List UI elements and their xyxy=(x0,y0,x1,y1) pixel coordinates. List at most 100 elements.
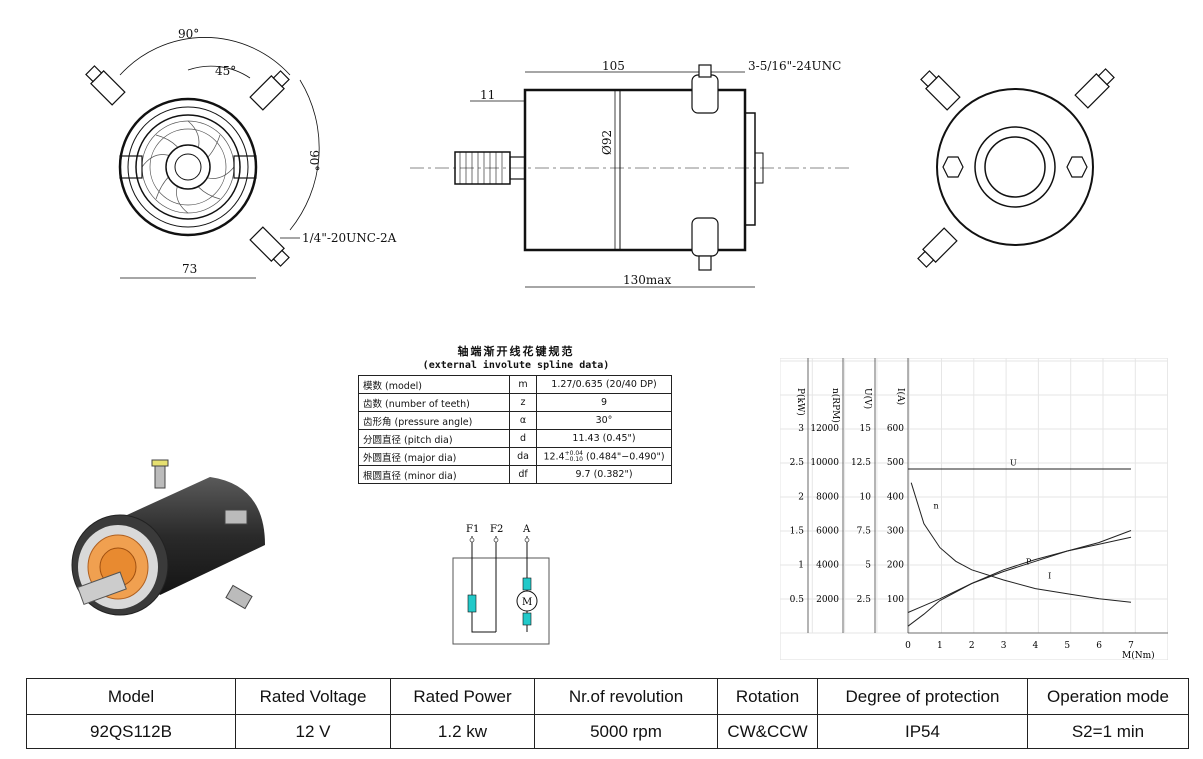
y-tick-label: 2.5 xyxy=(857,595,872,605)
length-max-label: 130max xyxy=(623,273,671,287)
spline-row: 模数 (model) m 1.27/0.635 (20/40 DP) xyxy=(358,375,672,394)
spec-header: Nr.of revolution xyxy=(534,678,718,715)
front-view-drawing: 90° 45° 90° 73 1/4"-20UNC-2A xyxy=(85,27,397,279)
y-axis-label: n(RPM) xyxy=(830,388,841,423)
y-axis-label: I(A) xyxy=(895,388,906,405)
y-tick-label: 300 xyxy=(887,527,904,537)
diameter-label: Ø92 xyxy=(600,130,614,155)
spline-title-cn: 轴端渐开线花键规范 xyxy=(457,345,575,358)
series-line-i xyxy=(907,530,1132,627)
spline-row: 齿数 (number of teeth) z 9 xyxy=(358,393,672,412)
y-tick-label: 1.5 xyxy=(790,527,805,537)
angle-90-right-label: 90° xyxy=(307,150,321,171)
y-tick-label: 7.5 xyxy=(857,527,872,537)
thread-large-label: 3-5/16"-24UNC xyxy=(748,59,841,73)
motor-3d-render xyxy=(71,459,265,616)
rear-view-drawing xyxy=(917,68,1115,268)
spec-value: 92QS112B xyxy=(26,714,236,749)
spec-value: CW&CCW xyxy=(717,714,818,749)
motor-label: M xyxy=(522,597,532,608)
spline-value: 9 xyxy=(536,393,672,412)
spline-row: 分圆直径 (pitch dia) d 11.43 (0.45") xyxy=(358,429,672,448)
x-tick-label: 7 xyxy=(1128,641,1134,651)
spec-header-row: Model Rated Voltage Rated Power Nr.of re… xyxy=(26,678,1189,715)
x-tick-label: 1 xyxy=(937,641,943,651)
y-tick-label: 15 xyxy=(860,424,872,434)
y-tick-label: 500 xyxy=(887,458,904,468)
y-tick-label: 12000 xyxy=(810,424,839,434)
y-tick-label: 3 xyxy=(798,424,804,434)
spline-value-rest: (0.484"−0.490") xyxy=(583,451,665,462)
series-line-p xyxy=(907,536,1132,613)
y-tick-label: 10 xyxy=(860,492,872,502)
spec-value: 1.2 kw xyxy=(390,714,535,749)
spec-header: Rotation xyxy=(717,678,818,715)
side-view-drawing: 105 3-5/16"-24UNC 11 Ø92 130max xyxy=(410,59,850,288)
spline-title-en: (external involute spline data) xyxy=(422,360,610,371)
y-axis-label: U(V) xyxy=(862,388,873,409)
spec-header: Operation mode xyxy=(1027,678,1189,715)
y-tick-label: 1 xyxy=(798,561,804,571)
offset-11-label: 11 xyxy=(480,88,495,102)
spline-symbol: α xyxy=(509,411,537,430)
y-tick-label: 6000 xyxy=(816,527,839,537)
series-label-u: U xyxy=(1010,459,1017,468)
spline-row: 齿形角 (pressure angle) α 30° xyxy=(358,411,672,430)
terminal-f2-label: F2 xyxy=(490,524,503,535)
x-tick-label: 0 xyxy=(905,641,911,651)
terminal-a-label: A xyxy=(522,524,531,535)
spline-row: 根圆直径 (minor dia) df 9.7 (0.382") xyxy=(358,465,672,484)
spline-tol-upper: +0.04 xyxy=(564,449,583,457)
y-tick-label: 600 xyxy=(887,424,904,434)
motor-symbol xyxy=(516,590,538,612)
spec-header: Rated Power xyxy=(390,678,535,715)
y-tick-label: 2.5 xyxy=(790,458,805,468)
y-tick-label: 400 xyxy=(887,492,904,502)
spline-label: 模数 (model) xyxy=(358,375,510,394)
spline-value: 1.27/0.635 (20/40 DP) xyxy=(536,375,672,394)
y-tick-label: 4000 xyxy=(816,561,839,571)
spline-label: 齿数 (number of teeth) xyxy=(358,393,510,412)
spline-tol-lower: −0.10 xyxy=(564,455,583,463)
spline-label: 分圆直径 (pitch dia) xyxy=(358,429,510,448)
y-tick-label: 0.5 xyxy=(790,595,805,605)
spec-header: Model xyxy=(26,678,236,715)
spline-label: 根圆直径 (minor dia) xyxy=(358,465,510,484)
thread-small-label: 1/4"-20UNC-2A xyxy=(302,231,397,245)
y-tick-label: 5 xyxy=(865,561,871,571)
series-label-p: P xyxy=(1026,558,1032,567)
spline-symbol: m xyxy=(509,375,537,394)
terminal-f1-label: F1 xyxy=(466,524,479,535)
y-tick-label: 2000 xyxy=(816,595,839,605)
series-label-n: n xyxy=(933,501,938,510)
spec-value: 5000 rpm xyxy=(534,714,718,749)
spec-table: Model Rated Voltage Rated Power Nr.of re… xyxy=(26,678,1189,749)
spline-symbol: z xyxy=(509,393,537,412)
width-73-label: 73 xyxy=(182,262,197,276)
length-105-label: 105 xyxy=(602,59,625,73)
x-axis-label: M(Nm) xyxy=(1122,650,1155,660)
spline-symbol: df xyxy=(509,465,537,484)
y-tick-label: 100 xyxy=(887,595,904,605)
series-line-n xyxy=(910,482,1132,603)
y-tick-label: 8000 xyxy=(816,492,839,502)
spline-value: 9.7 (0.382") xyxy=(536,465,672,484)
spec-header: Degree of protection xyxy=(817,678,1028,715)
spline-label: 齿形角 (pressure angle) xyxy=(358,411,510,430)
y-tick-label: 2 xyxy=(798,492,804,502)
x-tick-label: 3 xyxy=(1001,641,1007,651)
x-tick-label: 4 xyxy=(1033,641,1039,651)
brush-top xyxy=(522,577,532,591)
x-tick-label: 6 xyxy=(1096,641,1102,651)
series-label-i: I xyxy=(1048,571,1051,580)
spline-symbol: d xyxy=(509,429,537,448)
y-tick-label: 200 xyxy=(887,561,904,571)
spline-value: 12.4+0.04−0.10 (0.484"−0.490") xyxy=(536,447,672,466)
field-coil xyxy=(467,594,477,613)
spec-value: IP54 xyxy=(817,714,1028,749)
performance-chart: P(kW)0.511.522.53n(RPM)20004000600080001… xyxy=(780,358,1168,660)
spline-row: 外圆直径 (major dia) da 12.4+0.04−0.10 (0.48… xyxy=(358,447,672,466)
wiring-diagram: F1 F2 A M xyxy=(452,524,550,645)
y-axis-label: P(kW) xyxy=(795,388,806,416)
spline-table: 模数 (model) m 1.27/0.635 (20/40 DP) 齿数 (n… xyxy=(358,375,672,484)
